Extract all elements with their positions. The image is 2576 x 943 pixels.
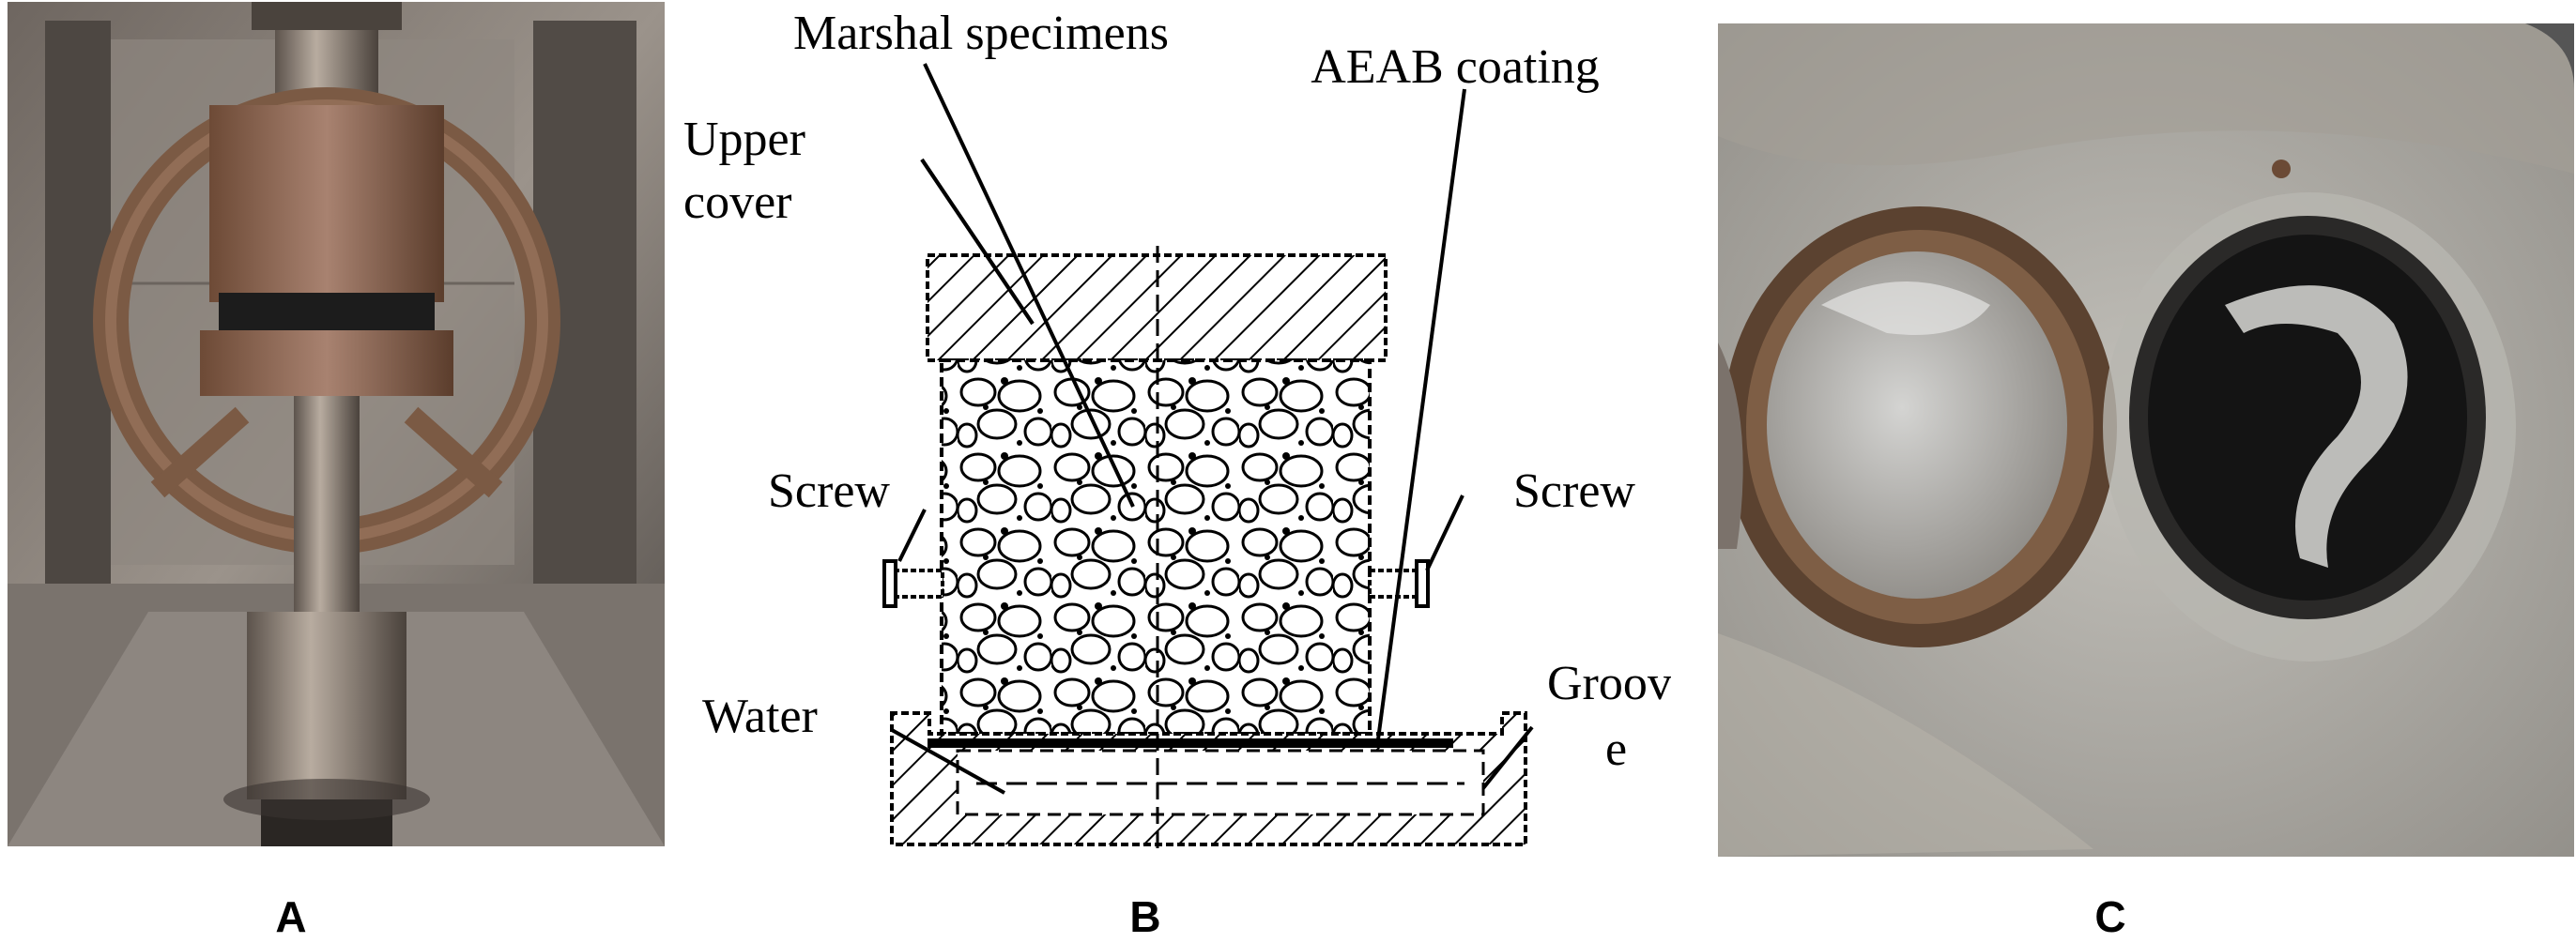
marshal-specimen-shape [940,358,1372,736]
panel-label-c: C [2094,892,2126,941]
label-water: Water [702,690,818,743]
label-aeab-coating: AEAB coating [1311,40,1600,94]
photo-test-apparatus [8,2,665,846]
label-upper-cover-line2: cover [683,175,791,229]
leader-screw-left [897,509,927,562]
leader-groove [1481,725,1534,790]
test-apparatus-illustration [8,2,665,846]
label-screw-left: Screw [768,464,890,518]
label-groove-line1: Groov [1547,657,1671,710]
panel-label-a: A [275,892,307,941]
left-specimen-surface [1767,251,2067,599]
left-screw-shape [882,559,944,608]
photo-specimens [1718,23,2574,857]
mold-schematic: Marshal specimens AEAB coating Upper cov… [683,7,1671,849]
right-screw-shape [1368,559,1430,608]
leader-aeab-coating [1376,88,1466,740]
schematic-diagram: Marshal specimens AEAB coating Upper cov… [676,0,1671,943]
leader-upper-cover [920,158,1035,326]
leader-screw-right [1425,494,1464,571]
label-upper-cover-line1: Upper [683,113,805,166]
leader-marshal-specimens [923,63,1135,508]
specimens-illustration [1718,23,2574,857]
label-screw-right: Screw [1513,464,1635,518]
label-marshal-specimens: Marshal specimens [793,7,1169,60]
panel-label-b: B [1129,892,1161,941]
leader-water [891,728,1005,795]
label-groove-line2: e [1605,722,1627,776]
